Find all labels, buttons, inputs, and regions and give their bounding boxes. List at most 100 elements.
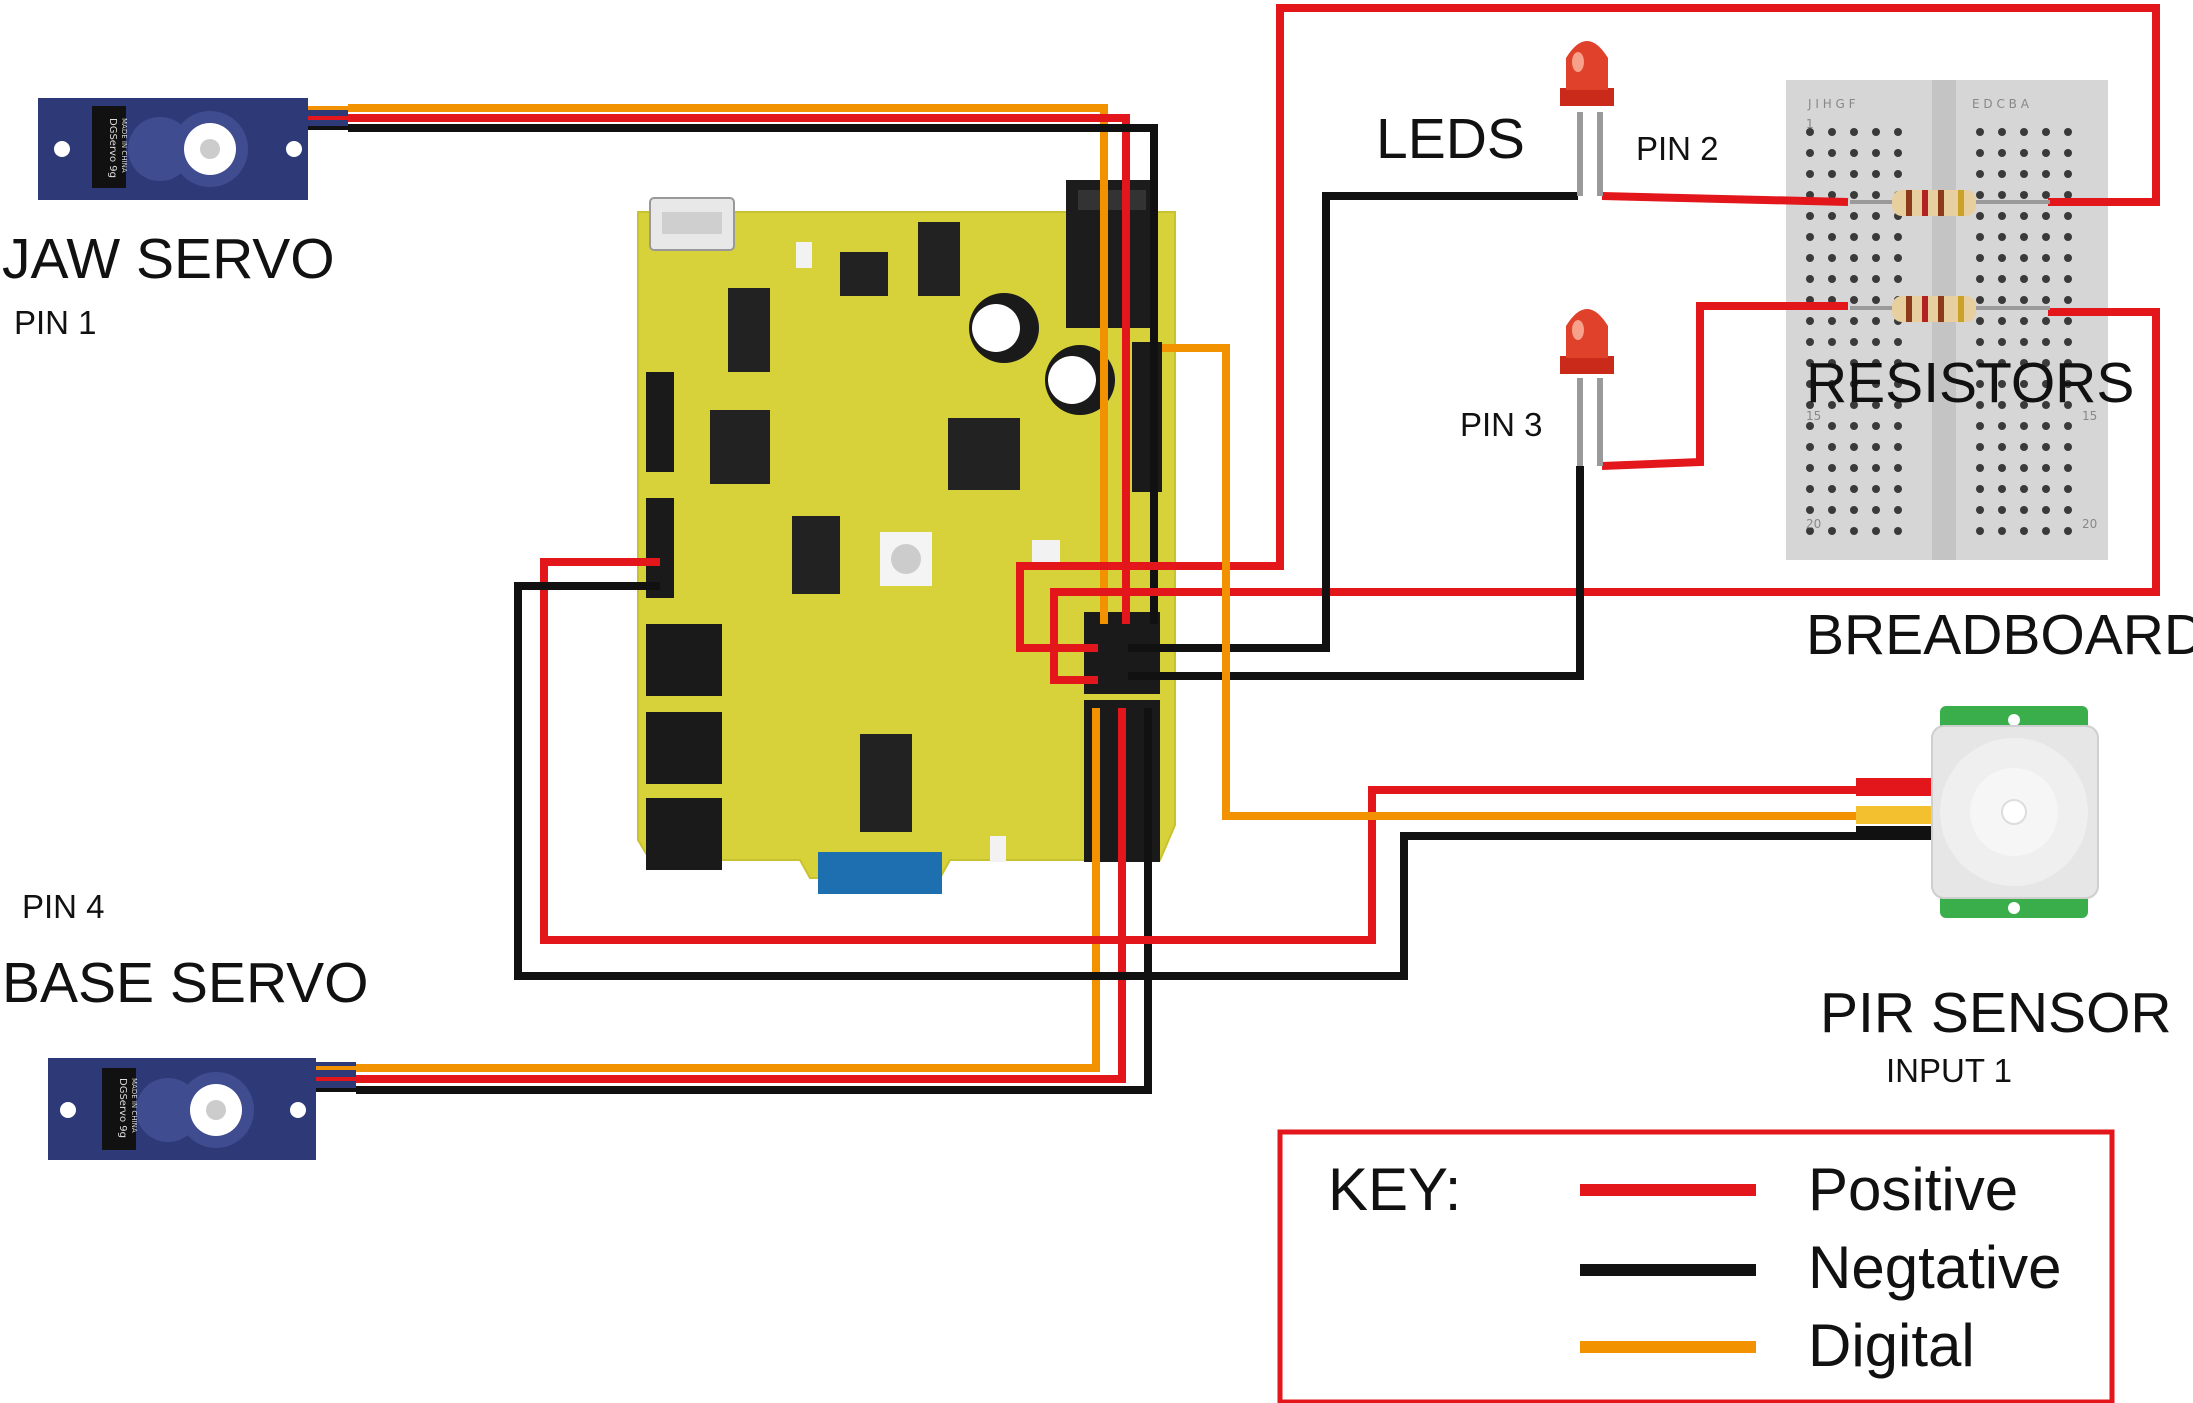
- servo-model-text: DGServo 9g: [107, 118, 118, 178]
- header-block-left: [646, 624, 722, 870]
- breadboard-hole: [2020, 149, 2028, 157]
- wire-header-negative: [514, 582, 1860, 980]
- legend-label-positive: Positive: [1808, 1156, 2018, 1223]
- breadboard-hole: [2020, 506, 2028, 514]
- breadboard-hole: [1828, 443, 1836, 451]
- breadboard-hole: [2064, 128, 2072, 136]
- legend-title: KEY:: [1328, 1156, 1461, 1223]
- breadboard-hole: [1998, 401, 2006, 409]
- breadboard-hole: [1976, 170, 1984, 178]
- wire-base-negative: [356, 708, 1152, 1094]
- breadboard-hole: [2020, 170, 2028, 178]
- breadboard-hole: [1872, 359, 1880, 367]
- breadboard-hole: [1872, 422, 1880, 430]
- breadboard-hole: [1998, 317, 2006, 325]
- breadboard-hole: [1872, 401, 1880, 409]
- breadboard-hole: [1872, 149, 1880, 157]
- breadboard-hole: [1850, 380, 1858, 388]
- breadboard-hole: [1828, 149, 1836, 157]
- breadboard-hole: [1894, 401, 1902, 409]
- breadboard-row-number: 20: [2082, 517, 2097, 531]
- breadboard-hole: [1894, 527, 1902, 535]
- breadboard-hole: [2064, 401, 2072, 409]
- breadboard-hole: [1806, 443, 1814, 451]
- breadboard-hole: [1872, 170, 1880, 178]
- legend-box: KEY: Positive Negtative Digital: [1277, 1129, 2115, 1403]
- breadboard-hole: [1828, 506, 1836, 514]
- breadboard-hole: [1872, 338, 1880, 346]
- breadboard-hole: [2064, 422, 2072, 430]
- breadboard-hole: [2064, 296, 2072, 304]
- wire-led1-pin2: [1601, 192, 1849, 206]
- breadboard-hole: [1976, 506, 1984, 514]
- breadboard-hole: [1872, 128, 1880, 136]
- breadboard-hole: [1850, 443, 1858, 451]
- breadboard-hole: [1894, 128, 1902, 136]
- breadboard-hole: [1850, 338, 1858, 346]
- breadboard-hole: [1894, 149, 1902, 157]
- breadboard-hole: [1828, 338, 1836, 346]
- breadboard-hole: [1850, 212, 1858, 220]
- wires: [348, 4, 2160, 1094]
- jaw-servo-pin-label: PIN 1: [14, 304, 97, 341]
- breadboard-hole: [2042, 506, 2050, 514]
- breadboard-hole: [2020, 443, 2028, 451]
- breadboard-row-number: 20: [1806, 517, 1821, 531]
- pir-input-label: INPUT 1: [1886, 1052, 2012, 1089]
- chip: [860, 734, 912, 832]
- breadboard-hole: [1976, 422, 1984, 430]
- breadboard-hole: [1850, 527, 1858, 535]
- legend-label-digital: Digital: [1808, 1312, 1975, 1379]
- servo-origin-text: MADE IN CHINA: [120, 118, 128, 173]
- breadboard-hole: [1976, 527, 1984, 535]
- breadboard-hole: [1998, 338, 2006, 346]
- breadboard-hole: [1828, 317, 1836, 325]
- breadboard-hole: [1894, 338, 1902, 346]
- leds-label: LEDS: [1376, 107, 1525, 171]
- breadboard-hole: [1998, 485, 2006, 493]
- pir-sensor-label: PIR SENSOR: [1820, 981, 2172, 1045]
- jaw-servo: DGServo 9g MADE IN CHINA: [38, 98, 348, 200]
- breadboard-hole: [1850, 317, 1858, 325]
- breadboard-hole: [2020, 212, 2028, 220]
- breadboard-column-letters-left: J I H G F: [1807, 97, 1856, 111]
- breadboard-hole: [2064, 275, 2072, 283]
- breadboard-hole: [1872, 443, 1880, 451]
- breadboard-hole: [1806, 401, 1814, 409]
- breadboard-hole: [1806, 149, 1814, 157]
- resistor: [1850, 296, 2050, 322]
- breadboard-hole: [1806, 359, 1814, 367]
- chip: [792, 516, 840, 594]
- breadboard-hole: [2020, 338, 2028, 346]
- breadboard-hole: [2020, 485, 2028, 493]
- breadboard-hole: [2042, 275, 2050, 283]
- breadboard-hole: [1976, 317, 1984, 325]
- breadboard-hole: [2064, 464, 2072, 472]
- breadboard-hole: [1872, 464, 1880, 472]
- base-servo-label: BASE SERVO: [2, 951, 368, 1015]
- breadboard-hole: [1976, 128, 1984, 136]
- breadboard-hole: [1998, 296, 2006, 304]
- breadboard-hole: [2042, 443, 2050, 451]
- breadboard-hole: [1976, 401, 1984, 409]
- breadboard-hole: [1828, 128, 1836, 136]
- breadboard-hole: [1850, 485, 1858, 493]
- breadboard-hole: [1976, 359, 1984, 367]
- breadboard-hole: [1998, 359, 2006, 367]
- wire-base-positive: [356, 708, 1126, 1083]
- breadboard-row-number: 15: [1806, 409, 1821, 423]
- breadboard-hole: [1894, 359, 1902, 367]
- breadboard-hole: [1894, 464, 1902, 472]
- breadboard-hole: [2042, 191, 2050, 199]
- header-pins: [646, 372, 674, 472]
- wire-jaw-negative: [348, 124, 1158, 624]
- breadboard-hole: [2042, 254, 2050, 262]
- breadboard-hole: [1828, 212, 1836, 220]
- breadboard-hole: [1998, 149, 2006, 157]
- breadboard-hole: [2042, 338, 2050, 346]
- breadboard-label: BREADBOARD: [1806, 603, 2193, 667]
- wire-breadboard-positive-2: [1050, 308, 2160, 684]
- breadboard-hole: [1872, 275, 1880, 283]
- breadboard-hole: [1850, 233, 1858, 241]
- breadboard-hole: [2042, 422, 2050, 430]
